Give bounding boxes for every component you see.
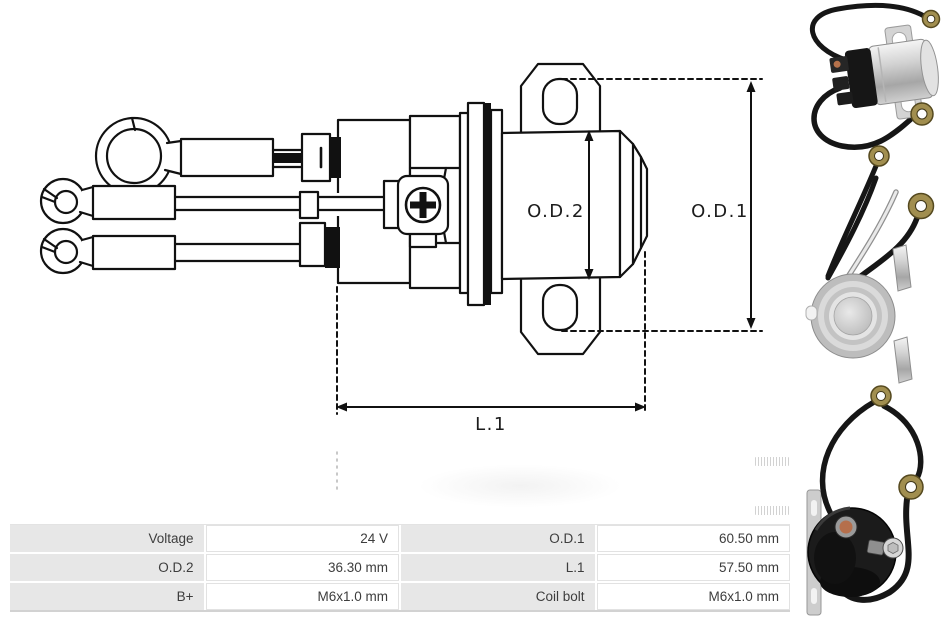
spec-value-coil-bolt: M6x1.0 mm [596, 583, 790, 610]
spec-label-l1: L.1 [401, 554, 595, 581]
product-photo-cable-ends[interactable] [825, 145, 935, 286]
watermark-smudge [755, 457, 789, 466]
product-photo-column [805, 2, 944, 616]
od2-dimension-label: O.D.2 [527, 201, 585, 222]
spec-label-coil-bolt: Coil bolt [401, 583, 595, 610]
mounting-bracket [519, 62, 602, 356]
screw-detail [382, 174, 450, 249]
cable-connector-top [271, 132, 341, 183]
product-photo-side-view[interactable] [809, 2, 944, 150]
spec-value-od2: 36.30 mm [205, 554, 399, 581]
flange [458, 101, 504, 307]
od1-dimension-arrow [746, 81, 756, 329]
product-photo-rear-view[interactable] [806, 385, 924, 616]
product-photo-front-view[interactable] [805, 175, 913, 384]
l1-dimension-label: L.1 [475, 414, 507, 435]
ring-terminal-mid [39, 177, 177, 225]
cable-connector-bottom [298, 221, 340, 268]
od1-dimension-label: O.D.1 [691, 201, 749, 222]
technical-drawing: O.D.2 O.D.1 L.1 [39, 62, 763, 491]
spec-value-od1: 60.50 mm [596, 525, 790, 552]
l1-dimension-arrow [336, 251, 646, 491]
od2-dimension-arrow [584, 130, 594, 280]
solenoid-cylinder [500, 129, 649, 281]
watermark-smudge [755, 506, 789, 515]
spec-value-l1: 57.50 mm [596, 554, 790, 581]
spec-value-bplus: M6x1.0 mm [205, 583, 399, 610]
spec-label-od1: O.D.1 [401, 525, 595, 552]
od1-extension-lines [561, 78, 763, 332]
ring-terminal-large [94, 116, 275, 196]
spec-label-voltage: Voltage [10, 525, 204, 552]
spec-label-bplus: B+ [10, 583, 204, 610]
cable-mid-run [173, 190, 386, 220]
spec-label-od2: O.D.2 [10, 554, 204, 581]
spec-value-voltage: 24 V [205, 525, 399, 552]
spec-table: Voltage 24 V O.D.1 60.50 mm O.D.2 36.30 … [10, 524, 790, 612]
ring-terminal-bottom [39, 227, 302, 275]
